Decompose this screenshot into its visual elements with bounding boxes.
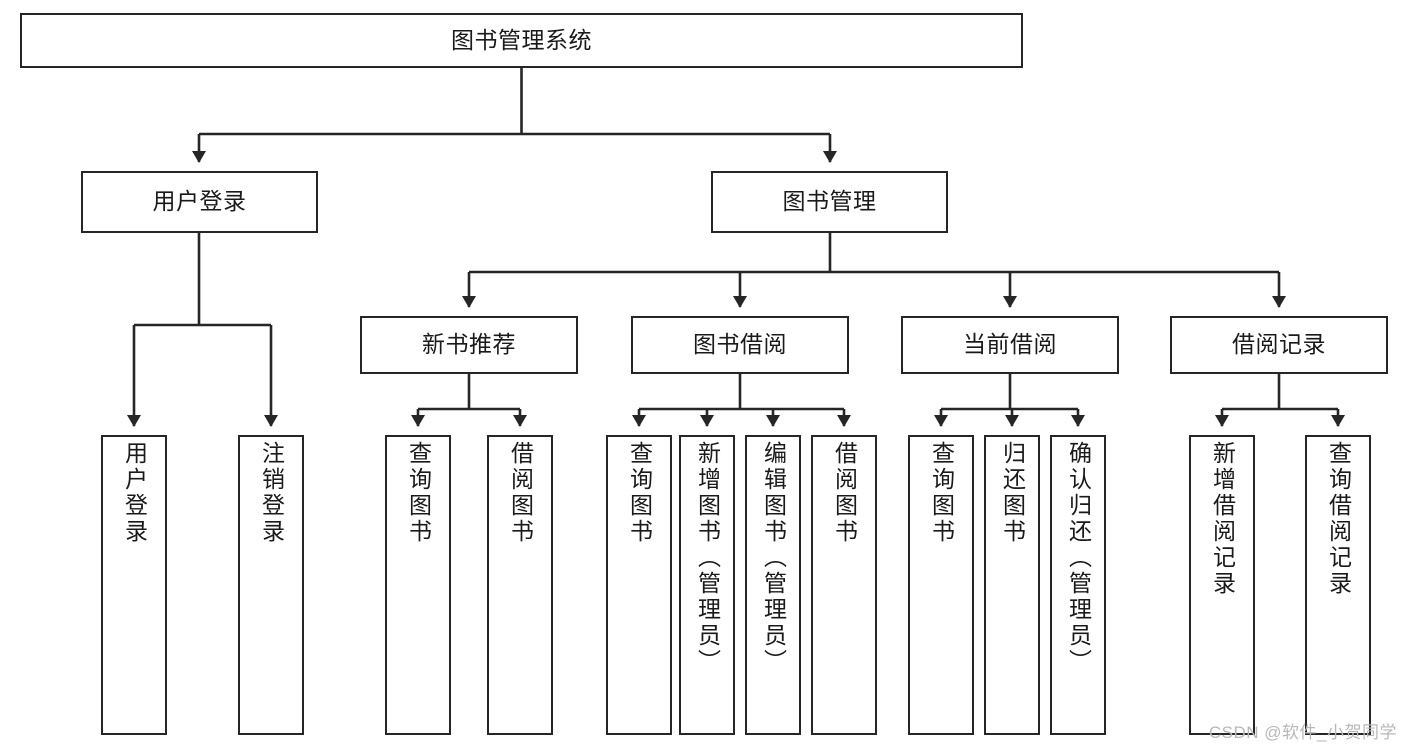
node-leaf-add-book[interactable]: 新增图书（管理员） xyxy=(679,435,735,735)
node-leaf-user-login[interactable]: 用户登录 xyxy=(101,435,167,735)
node-label: 用户登录 xyxy=(152,188,247,215)
node-label: 借阅图书 xyxy=(507,441,534,545)
node-root-system[interactable]: 图书管理系统 xyxy=(20,13,1023,68)
node-label: 注销登录 xyxy=(258,441,285,545)
node-label: 图书管理 xyxy=(782,188,877,215)
node-user-login[interactable]: 用户登录 xyxy=(81,171,318,233)
node-label: 当前借阅 xyxy=(963,331,1057,358)
node-leaf-query-book-current[interactable]: 查询图书 xyxy=(908,435,974,735)
node-label: 新书推荐 xyxy=(422,331,516,358)
node-label: 用户登录 xyxy=(121,441,148,545)
node-new-book-recommend[interactable]: 新书推荐 xyxy=(360,316,578,374)
node-label: 借阅记录 xyxy=(1232,331,1326,358)
node-label: 查询图书 xyxy=(626,441,653,545)
node-label: 查询借阅记录 xyxy=(1325,441,1352,597)
node-leaf-edit-book[interactable]: 编辑图书（管理员） xyxy=(745,435,801,735)
node-book-borrow[interactable]: 图书借阅 xyxy=(631,316,849,374)
node-label: 归还图书 xyxy=(999,441,1026,545)
csdn-watermark: CSDN @软件_小贺同学 xyxy=(1208,723,1397,742)
node-label: 查询图书 xyxy=(405,441,432,545)
node-label: 编辑图书（管理员） xyxy=(760,441,787,675)
node-label: 新增图书（管理员） xyxy=(694,441,721,675)
node-leaf-confirm-return[interactable]: 确认归还（管理员） xyxy=(1050,435,1106,735)
node-label: 借阅图书 xyxy=(831,441,858,545)
node-leaf-logout[interactable]: 注销登录 xyxy=(238,435,304,735)
node-leaf-add-borrow-record[interactable]: 新增借阅记录 xyxy=(1189,435,1255,735)
node-leaf-query-book-recommend[interactable]: 查询图书 xyxy=(385,435,451,735)
node-label: 图书管理系统 xyxy=(451,26,592,53)
node-label: 图书借阅 xyxy=(693,331,787,358)
node-leaf-borrow-book-recommend[interactable]: 借阅图书 xyxy=(487,435,553,735)
node-borrow-record[interactable]: 借阅记录 xyxy=(1170,316,1388,374)
node-leaf-borrow-book[interactable]: 借阅图书 xyxy=(811,435,877,735)
node-leaf-query-book-borrow[interactable]: 查询图书 xyxy=(606,435,672,735)
node-label: 查询图书 xyxy=(928,441,955,545)
node-leaf-query-borrow-record[interactable]: 查询借阅记录 xyxy=(1305,435,1371,735)
node-label: 确认归还（管理员） xyxy=(1065,441,1092,675)
node-book-management[interactable]: 图书管理 xyxy=(711,171,948,233)
node-current-borrow[interactable]: 当前借阅 xyxy=(901,316,1119,374)
node-leaf-return-book[interactable]: 归还图书 xyxy=(984,435,1040,735)
node-label: 新增借阅记录 xyxy=(1209,441,1236,597)
